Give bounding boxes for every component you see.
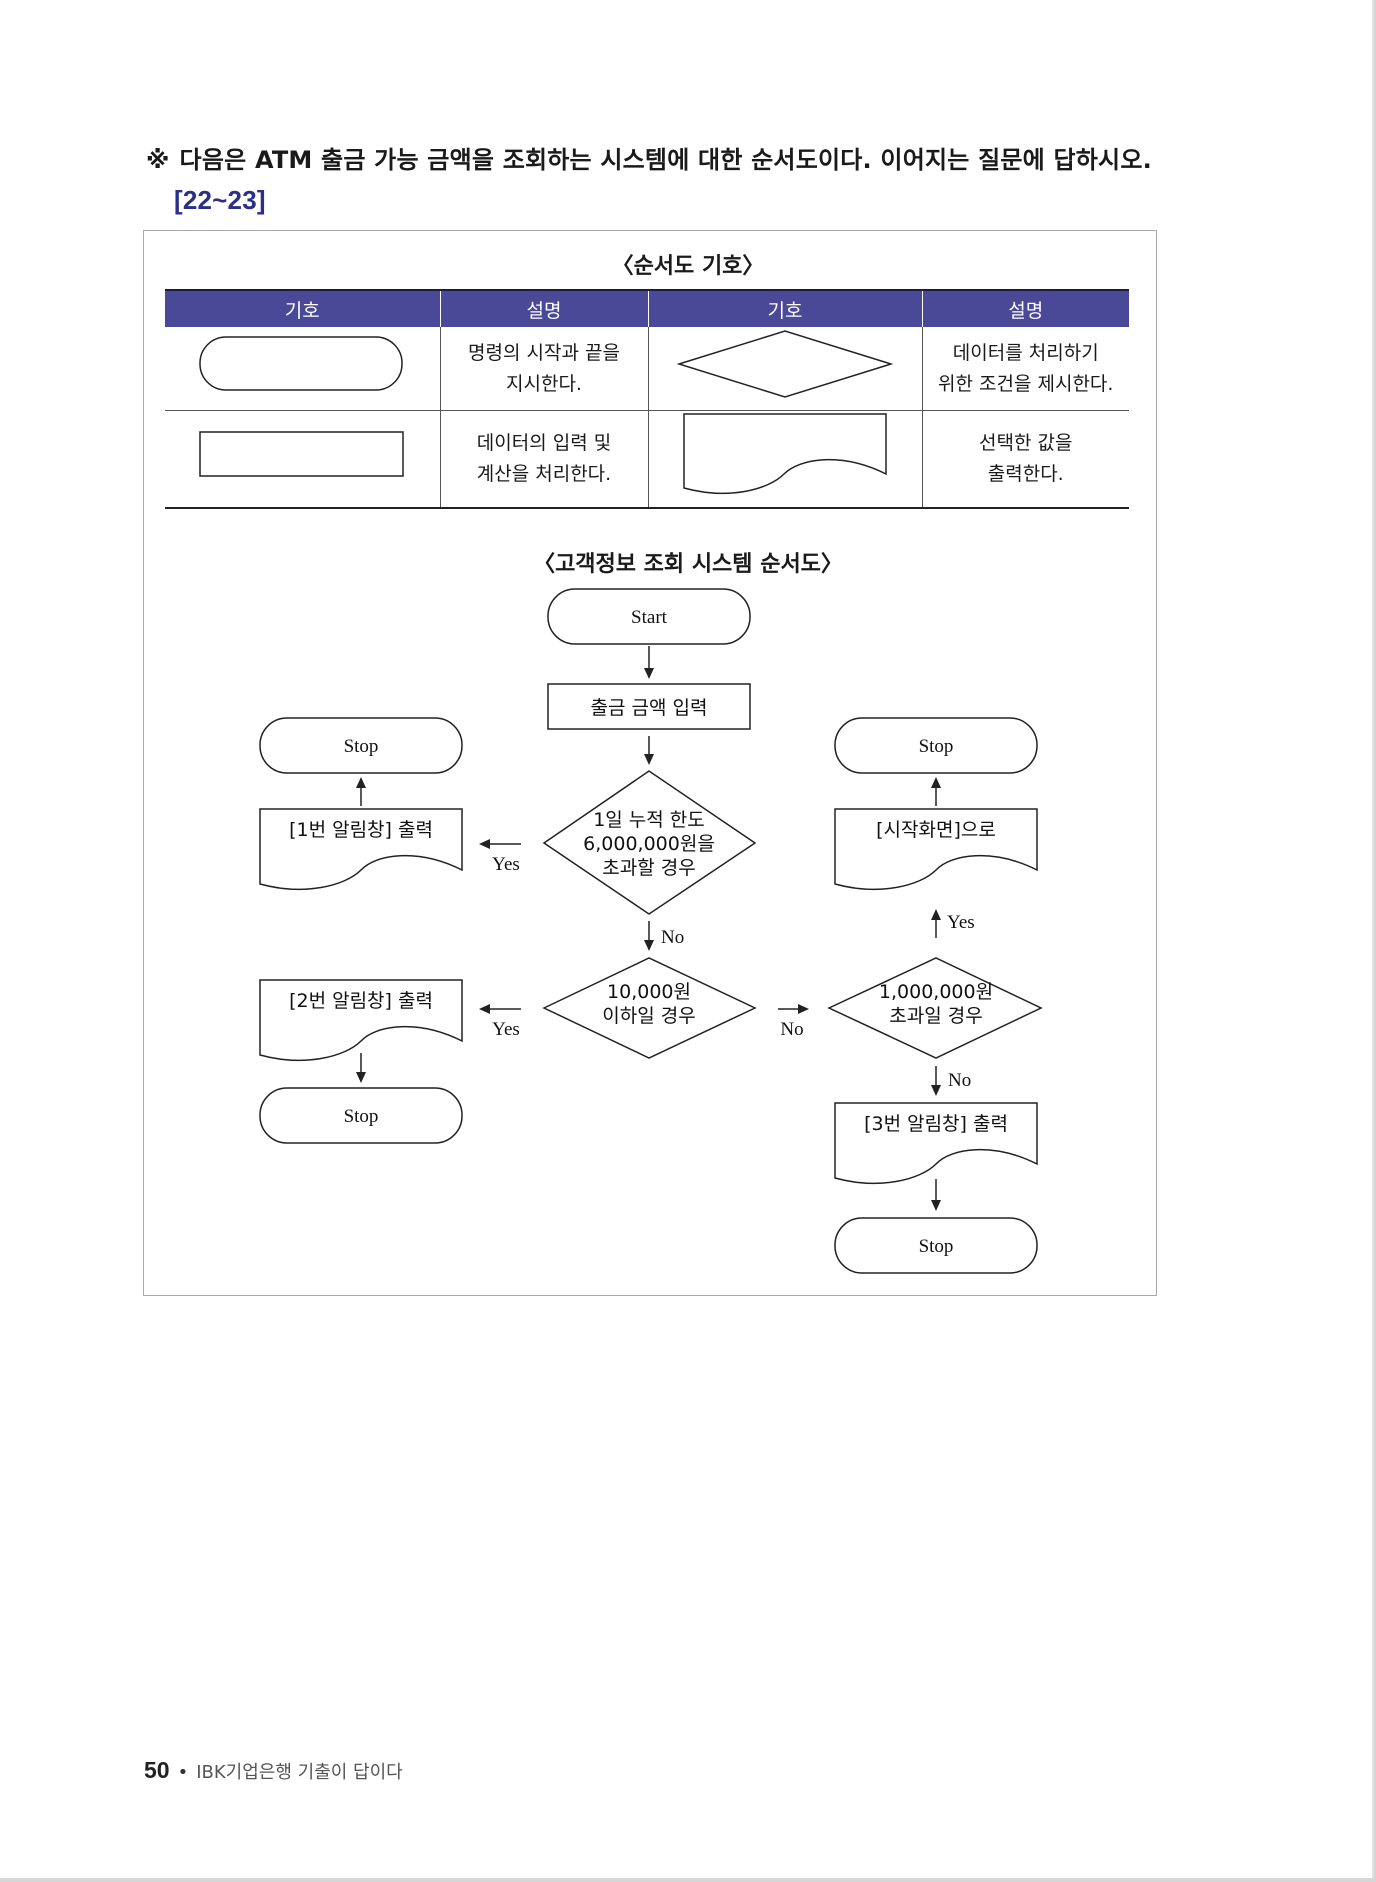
- arrow-head: [479, 1004, 490, 1014]
- arrow-head: [931, 1085, 941, 1096]
- decision1-yes-label: Yes: [492, 854, 520, 875]
- process-symbol: [199, 431, 404, 477]
- decision1-no-label: No: [661, 927, 684, 948]
- output-alert2: [259, 979, 463, 1061]
- decision-daily-limit: [542, 770, 757, 915]
- page-edge-shadow: [1372, 0, 1376, 1882]
- stop4-label: Stop: [919, 1236, 954, 1257]
- stop3-label: Stop: [919, 736, 954, 757]
- header-symbol-1: 기호: [165, 289, 440, 327]
- output3-label: [3번 알림창] 출력: [864, 1113, 1008, 1135]
- arrow-head: [644, 754, 654, 765]
- legend-row: 데이터의 입력 및 계산을 처리한다. 선택한 값을 출력한다.: [165, 410, 1129, 509]
- question-sentence: 다음은 ATM 출금 가능 금액을 조회하는 시스템에 대한 순서도이다. 이어…: [179, 146, 1152, 174]
- legend-row: 명령의 시작과 끝을 지시한다. 데이터를 처리하기 위한 조건을 제시한다.: [165, 327, 1129, 411]
- terminal-symbol-cell: [165, 327, 440, 411]
- decision3-yes-label: Yes: [947, 912, 975, 933]
- question-range: [22~23]: [174, 185, 266, 215]
- decision-symbol-cell: [647, 327, 922, 411]
- flowchart-title: 〈고객정보 조회 시스템 순서도〉: [533, 552, 843, 577]
- arrow-head: [479, 839, 490, 849]
- arrow-head: [356, 777, 366, 788]
- stop2-label: Stop: [344, 1106, 379, 1127]
- decision3-line2: 초과일 경우: [889, 1005, 982, 1027]
- output-alert1: [259, 808, 463, 890]
- header-desc-2: 설명: [921, 289, 1129, 327]
- decision-description: 데이터를 처리하기 위한 조건을 제시한다.: [921, 327, 1129, 411]
- decision2-line1: 10,000원: [607, 981, 691, 1003]
- decision2-yes-label: Yes: [492, 1019, 520, 1040]
- decision3-no-label: No: [948, 1070, 971, 1091]
- decision-over-1000000: [827, 957, 1043, 1059]
- decision2-no-label: No: [780, 1019, 803, 1040]
- arrow-head: [931, 777, 941, 788]
- document-symbol-cell: [647, 410, 922, 509]
- decision1-line3: 초과할 경우: [602, 857, 695, 879]
- reference-mark: ※: [146, 146, 170, 174]
- page-bottom-edge: [0, 1878, 1376, 1882]
- output2-label: [2번 알림창] 출력: [289, 990, 433, 1012]
- output-start-label: [시작화면]으로: [876, 819, 996, 841]
- arrow-head: [644, 940, 654, 951]
- start-terminal: [547, 588, 751, 645]
- arrow-head: [798, 1004, 809, 1014]
- question-text: ※ 다음은 ATM 출금 가능 금액을 조회하는 시스템에 대한 순서도이다. 이…: [146, 140, 1186, 220]
- document-description: 선택한 값을 출력한다.: [921, 410, 1129, 509]
- input-label: 출금 금액 입력: [591, 697, 708, 719]
- decision1-line2: 6,000,000원을: [583, 833, 715, 855]
- process-description: 데이터의 입력 및 계산을 처리한다.: [439, 410, 648, 509]
- arrow-head: [356, 1072, 366, 1083]
- decision3-line1: 1,000,000원: [879, 981, 993, 1003]
- decision1-line1: 1일 누적 한도: [593, 809, 705, 831]
- arrow-head: [931, 1200, 941, 1211]
- figure-frame: [143, 230, 1157, 1296]
- process-symbol-cell: [165, 410, 440, 509]
- terminal-symbol: [199, 335, 403, 391]
- output-start-screen: [834, 808, 1038, 890]
- terminal-description: 명령의 시작과 끝을 지시한다.: [439, 327, 648, 411]
- stop-terminal-4: [834, 1217, 1038, 1274]
- legend-table: 기호 설명 기호 설명 명령의 시작과 끝을 지시한다. 데이터를 처리하기 위…: [165, 289, 1129, 509]
- book-title: IBK기업은행 기출이 답이다: [196, 1762, 403, 1783]
- legend-title: 〈순서도 기호〉: [611, 254, 765, 279]
- decision2-line2: 이하일 경우: [602, 1005, 695, 1027]
- decision-under-10000: [542, 957, 757, 1059]
- output-alert3: [834, 1102, 1038, 1184]
- input-process: [547, 683, 751, 730]
- arrow-head: [644, 668, 654, 679]
- page-number: 50: [144, 1757, 170, 1783]
- start-label: Start: [631, 607, 668, 628]
- stop-terminal-3: [834, 717, 1038, 774]
- page-footer: 50 • IBK기업은행 기출이 답이다: [144, 1757, 403, 1784]
- header-symbol-2: 기호: [647, 289, 922, 327]
- stop1-label: Stop: [344, 736, 379, 757]
- header-desc-1: 설명: [439, 289, 648, 327]
- document-symbol: [683, 413, 887, 494]
- stop-terminal-2: [259, 1087, 463, 1144]
- output1-label: [1번 알림창] 출력: [289, 819, 433, 841]
- arrow-head: [931, 909, 941, 920]
- footer-separator: •: [177, 1762, 189, 1783]
- legend-header-row: 기호 설명 기호 설명: [165, 289, 1129, 327]
- decision-symbol: [676, 329, 894, 398]
- stop-terminal-1: [259, 717, 463, 774]
